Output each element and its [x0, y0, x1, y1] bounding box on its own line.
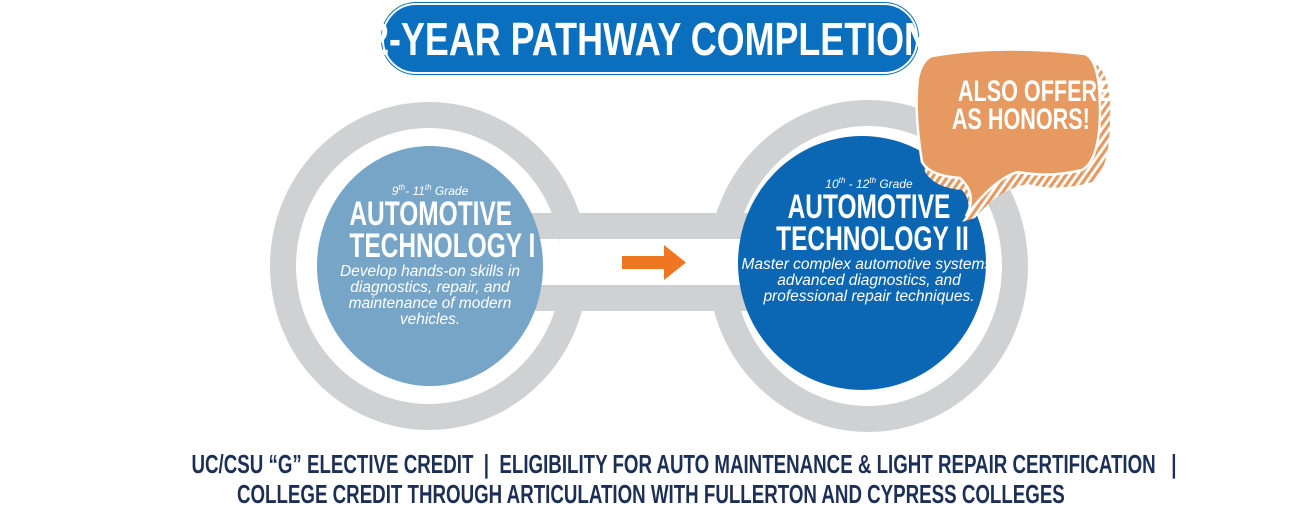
honors-speech-bubble [915, 48, 1111, 222]
course-1-card: 9th- 11th Grade AUTOMOTIVE TECHNOLOGY I … [318, 184, 542, 328]
course-2-title-line-2: TECHNOLOGY II [776, 220, 969, 258]
course-1-title-line-2: TECHNOLOGY I [349, 227, 536, 265]
course-2-grade: 10th - 12th Grade [825, 176, 913, 192]
bubble-line-2: AS HONORS! [951, 103, 1090, 136]
footer-benefits-line-2: COLLEGE CREDIT THROUGH ARTICULATION WITH… [237, 479, 1065, 509]
course-1-grade: 9th- 11th Grade [391, 183, 469, 199]
course-2-card: 10th - 12th Grade AUTOMOTIVE TECHNOLOGY … [740, 177, 998, 305]
honors-bubble-text: ALSO OFFERED AS HONORS! [925, 77, 1127, 136]
course-1-circle [317, 146, 543, 386]
page-title: 2-YEAR PATHWAY COMPLETION [369, 12, 931, 65]
course-1-description: Develop hands-on skills in diagnostics, … [339, 263, 521, 328]
course-2-title-line-1: AUTOMOTIVE [787, 188, 951, 226]
footer-benefits-line-1: UC/CSU “G” ELECTIVE CREDIT | ELIGIBILITY… [191, 449, 1177, 479]
course-1-title-line-1: AUTOMOTIVE [349, 195, 513, 233]
course-2-description: Master complex automotive systems, advan… [741, 256, 997, 305]
right-arrow-icon [622, 245, 686, 280]
title-banner: 2-YEAR PATHWAY COMPLETION [370, 3, 930, 74]
course-2-circle [738, 136, 986, 390]
bubble-line-1: ALSO OFFERED [957, 75, 1128, 108]
